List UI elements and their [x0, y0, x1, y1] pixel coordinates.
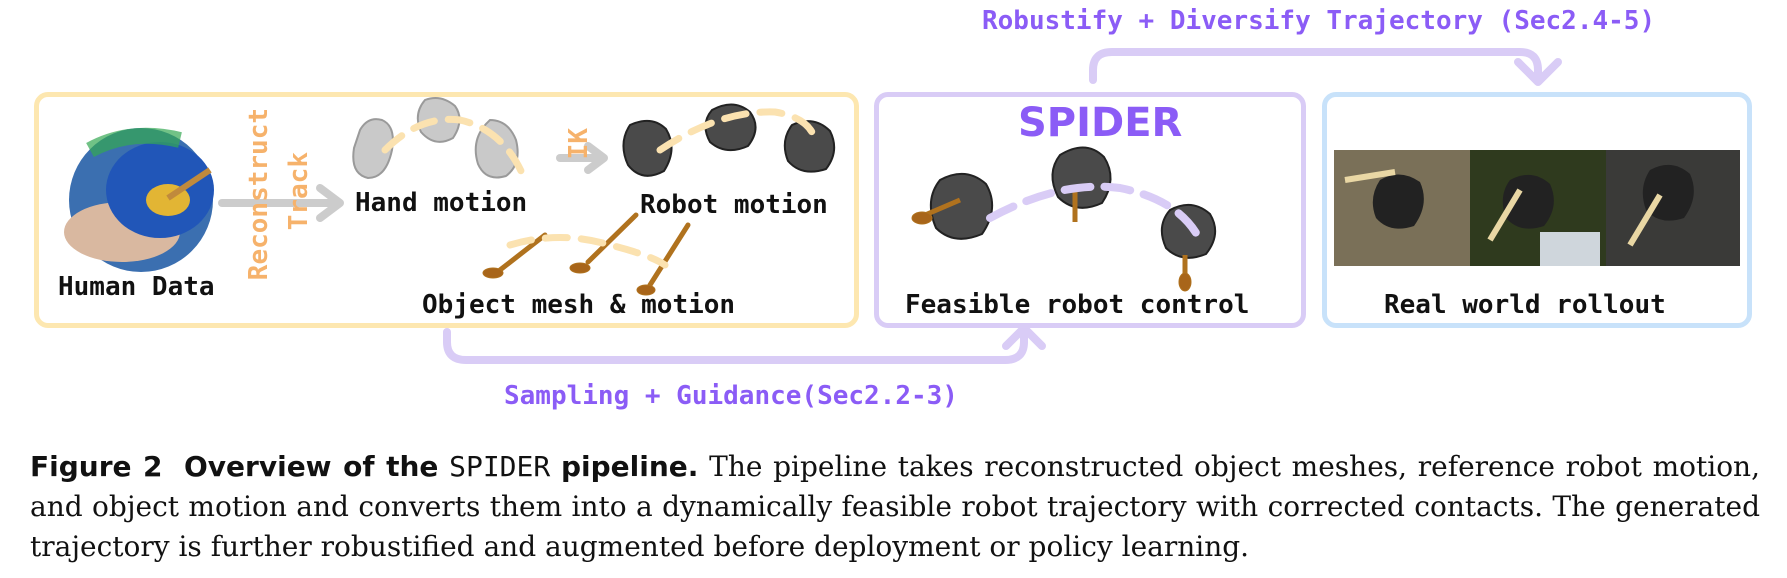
- spider-panel: [874, 92, 1306, 328]
- robustify-arrow-head: [1514, 58, 1562, 86]
- object-trajectory: [506, 234, 669, 269]
- spider-title: SPIDER: [1018, 100, 1183, 146]
- human-data-photo: [64, 127, 214, 272]
- hand-motion-trajectory: [381, 115, 529, 184]
- caption-title-post: pipeline.: [560, 450, 699, 483]
- real-world-rollout-label: Real world rollout: [1384, 290, 1666, 320]
- spider-robot-images: [929, 146, 1217, 259]
- real-world-photos: [1334, 150, 1740, 266]
- reconstruct-label: Reconstruct: [244, 108, 274, 281]
- track-label: Track: [284, 152, 314, 231]
- real-world-panel: [1322, 92, 1752, 328]
- feasible-robot-control-label: Feasible robot control: [905, 290, 1250, 320]
- robustify-arrow: [1089, 48, 1542, 84]
- object-mesh-label: Object mesh & motion: [422, 290, 736, 320]
- figure-caption: Figure 2 Overview of the SPIDER pipeline…: [30, 447, 1760, 567]
- object-mesh-images: [482, 212, 691, 296]
- caption-title-pre: Overview of the: [183, 450, 439, 483]
- sampling-arrow: [443, 326, 1028, 364]
- human-data-label: Human Data: [58, 272, 215, 302]
- caption-body: The pipeline takes reconstructed object …: [30, 450, 1760, 563]
- spider-trajectory: [986, 182, 1204, 244]
- hand-motion-label: Hand motion: [355, 188, 528, 218]
- caption-title-name: SPIDER: [449, 450, 551, 483]
- hand-motion-images: [352, 97, 519, 180]
- robustify-label: Robustify + Diversify Trajectory (Sec2.4…: [982, 6, 1656, 36]
- ik-label: IK: [564, 128, 594, 160]
- robot-motion-label: Robot motion: [640, 190, 828, 220]
- human-data-panel: [34, 92, 859, 328]
- robot-motion-trajectory: [656, 108, 819, 154]
- figure-number: Figure 2: [30, 450, 163, 483]
- sampling-label: Sampling + Guidance(Sec2.2-3): [504, 381, 958, 411]
- sampling-arrow-head: [1002, 324, 1046, 350]
